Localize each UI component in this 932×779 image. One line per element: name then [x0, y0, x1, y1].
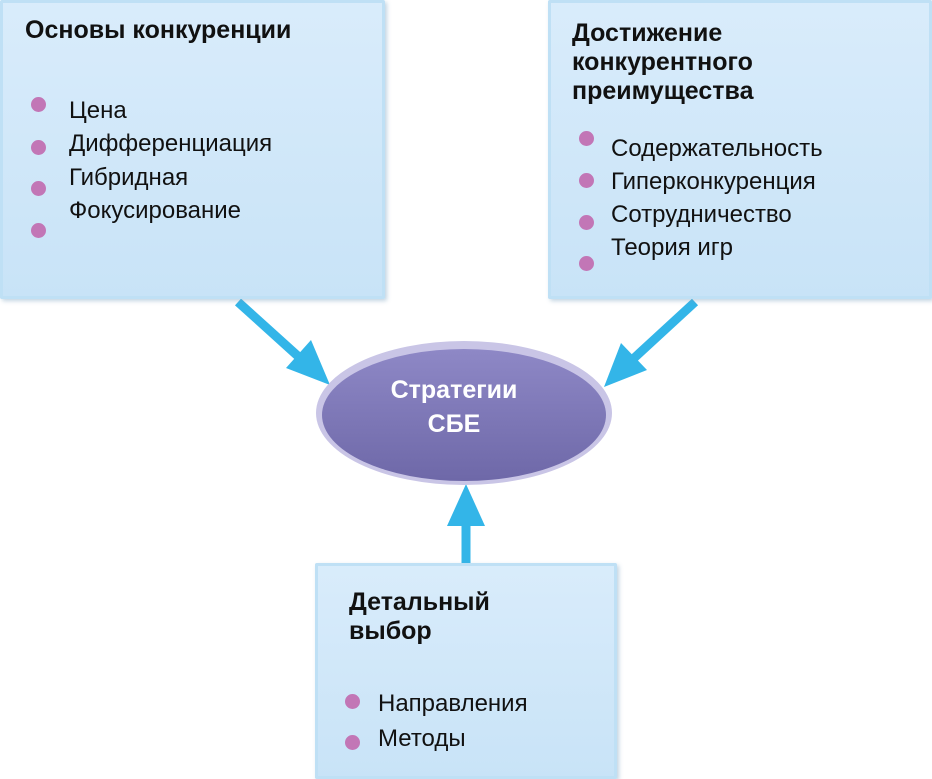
bullet-dot — [31, 140, 46, 155]
list-item-game-theory: Теория игр — [611, 234, 733, 261]
bullet-dot — [31, 223, 46, 238]
box-detailed-choice: Детальный выбор Направления Методы — [315, 563, 617, 779]
box-detailed-choice-title: Детальный выбор — [349, 588, 490, 645]
list-item-price: Цена — [69, 97, 127, 124]
list-item-directions: Направления — [378, 690, 528, 717]
bullet-dot — [579, 173, 594, 188]
box-competition-basis-title: Основы конкуренции — [25, 16, 292, 44]
bullet-dot — [579, 215, 594, 230]
bullet-dot — [345, 694, 360, 709]
arrow-head-right — [604, 343, 647, 387]
arrow-head-bottom — [447, 484, 485, 526]
bullet-dot — [579, 131, 594, 146]
list-item-cooperation: Сотрудничество — [611, 201, 792, 228]
list-item-substance: Содержательность — [611, 135, 823, 162]
arrow-head-left — [286, 340, 330, 385]
list-item-differentiation: Дифференциация — [69, 130, 273, 157]
list-item-hybrid: Гибридная — [69, 164, 189, 191]
bullet-dot — [31, 181, 46, 196]
bullet-dot — [579, 256, 594, 271]
list-item-methods: Методы — [378, 725, 466, 752]
box-competition-basis: Основы конкуренции Цена Дифференциация Г… — [0, 0, 385, 299]
arrow-line-right — [628, 298, 699, 364]
box-competitive-advantage: Достижение конкурентного преимущества Со… — [548, 0, 932, 299]
bullet-dot — [31, 97, 46, 112]
center-ellipse — [322, 349, 606, 481]
list-item-focusing: Фокусирование — [69, 197, 242, 224]
center-label-line1: Стратегии — [390, 376, 518, 404]
bullet-dot — [345, 735, 360, 750]
center-label-line2: СБЕ — [427, 410, 481, 438]
box-competitive-advantage-title: Достижение конкурентного преимущества — [572, 19, 754, 105]
list-item-hypercompetition: Гиперконкуренция — [611, 168, 816, 195]
arrow-line-left — [234, 298, 304, 362]
